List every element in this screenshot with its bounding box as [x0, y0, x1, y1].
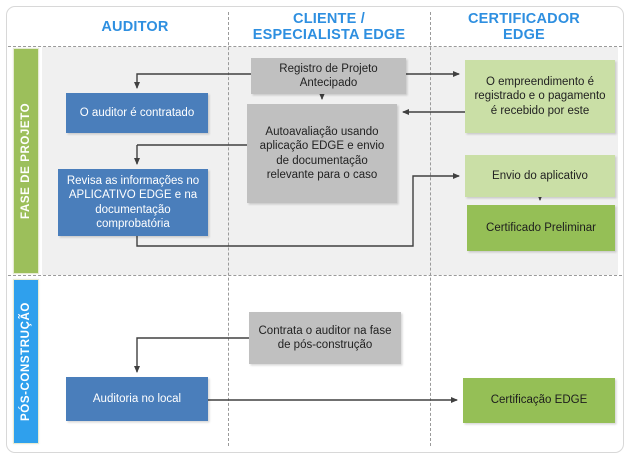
- node-auditoria-no-local[interactable]: Auditoria no local: [66, 377, 208, 421]
- node-envio-do-aplicativo-label: Envio do aplicativo: [492, 169, 588, 182]
- divider-header-horizontal: [8, 46, 622, 47]
- column-header-auditor-label: AUDITOR: [101, 19, 169, 35]
- node-contrata-o-auditor[interactable]: Contrata o auditor na fase de pós-constr…: [249, 312, 401, 364]
- node-revisa-informacoes[interactable]: Revisa as informações no APLICATIVO EDGE…: [58, 169, 208, 236]
- node-registro-de-projeto-antecipado[interactable]: Registro de Projeto Antecipado: [251, 58, 406, 94]
- divider-lane-horizontal: [8, 275, 622, 276]
- divider-column-2: [430, 12, 431, 446]
- node-certificado-preliminar-label: Certificado Preliminar: [486, 221, 596, 234]
- column-header-cliente-line2: ESPECIALISTA EDGE: [252, 27, 406, 43]
- column-header-certificador-line1: CERTIFICADOR: [468, 11, 580, 27]
- lane-label-pos-construcao-text: PÓS-CONSTRUÇÃO: [20, 302, 32, 421]
- node-empreendimento-registrado[interactable]: O empreendimento é registrado e o pagame…: [465, 60, 615, 133]
- column-header-certificador: CERTIFICADOR EDGE: [430, 8, 618, 46]
- node-auditoria-no-local-label: Auditoria no local: [92, 392, 182, 405]
- column-header-auditor: AUDITOR: [42, 8, 228, 46]
- node-registro-de-projeto-antecipado-label: Registro de Projeto Antecipado: [279, 62, 378, 90]
- node-certificacao-edge[interactable]: Certificação EDGE: [463, 378, 615, 423]
- node-certificado-preliminar[interactable]: Certificado Preliminar: [467, 205, 615, 251]
- node-autoavaliacao[interactable]: Autoavaliação usando aplicação EDGE e en…: [247, 104, 397, 203]
- node-revisa-informacoes-label: Revisa as informações no APLICATIVO EDGE…: [66, 174, 200, 231]
- column-header-cliente-label: CLIENTE / ESPECIALISTA EDGE: [253, 11, 405, 43]
- lane-label-fase-de-projeto: FASE DE PROJETO: [13, 48, 39, 274]
- node-autoavaliacao-label: Autoavaliação usando aplicação EDGE e en…: [259, 125, 385, 182]
- node-contrata-o-auditor-label: Contrata o auditor na fase de pós-constr…: [258, 324, 392, 352]
- lane-label-fase-de-projeto-text: FASE DE PROJETO: [20, 102, 32, 220]
- node-o-auditor-e-contratado-label: O auditor é contratado: [79, 106, 195, 119]
- column-header-certificador-label: CERTIFICADOR EDGE: [468, 11, 580, 43]
- node-envio-do-aplicativo[interactable]: Envio do aplicativo: [465, 155, 615, 197]
- node-o-auditor-e-contratado[interactable]: O auditor é contratado: [66, 93, 208, 133]
- node-certificacao-edge-label: Certificação EDGE: [490, 394, 588, 407]
- lane-label-pos-construcao: PÓS-CONSTRUÇÃO: [13, 279, 39, 444]
- column-header-certificador-line2: EDGE: [503, 27, 545, 43]
- column-header-cliente-line1: CLIENTE /: [293, 11, 365, 27]
- node-empreendimento-registrado-label: O empreendimento é registrado e o pagame…: [474, 75, 606, 117]
- divider-column-1: [228, 12, 229, 446]
- column-header-cliente: CLIENTE / ESPECIALISTA EDGE: [228, 8, 430, 46]
